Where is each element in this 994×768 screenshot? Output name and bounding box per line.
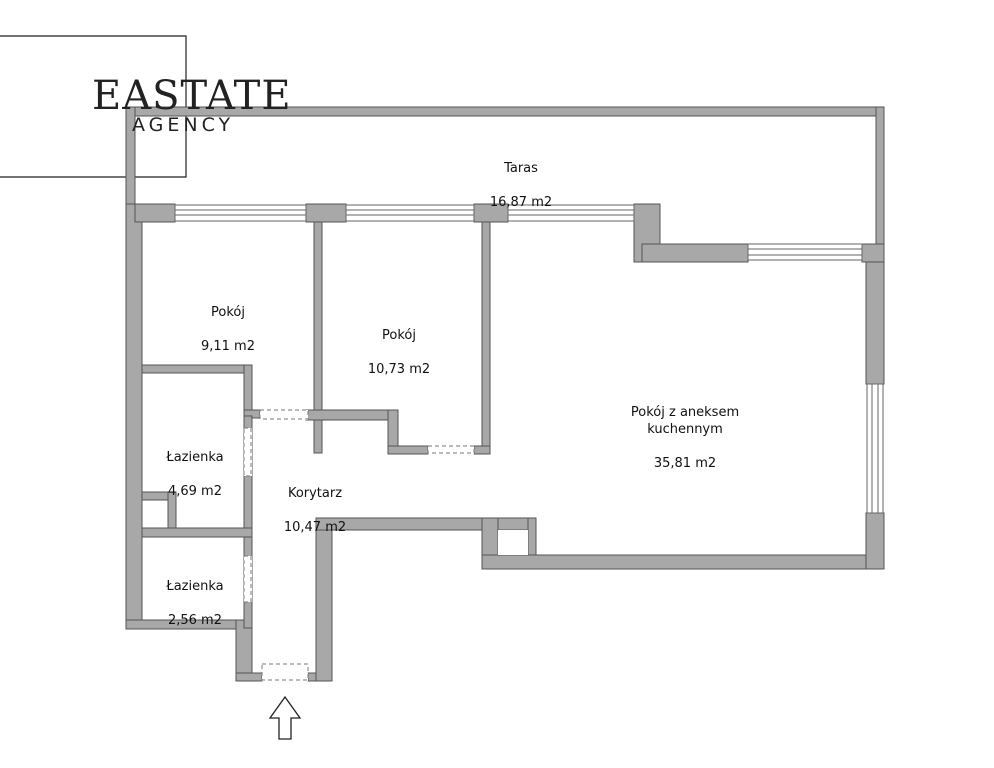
room-name: Pokój xyxy=(382,328,416,343)
room-area: 16,87 m2 xyxy=(489,195,553,210)
wall-terrace-left xyxy=(134,203,176,223)
room-label-lazienka1: Łazienka 4,69 m2 xyxy=(145,432,245,517)
room-label-taras: Taras 16,87 m2 xyxy=(466,143,576,228)
room-label-salon: Pokój z aneksem kuchennym 35,81 m2 xyxy=(610,387,760,489)
logo-main-text: EASTATE xyxy=(92,73,292,119)
up-arrow-icon xyxy=(268,695,302,740)
door-lines xyxy=(243,409,475,681)
room-label-korytarz: Korytarz 10,47 m2 xyxy=(260,468,370,553)
room-area: 35,81 m2 xyxy=(653,456,717,471)
windows xyxy=(174,204,884,514)
room-area: 9,11 m2 xyxy=(200,339,255,354)
window-4 xyxy=(747,243,863,261)
logo-sub-text: AGENCY xyxy=(132,114,235,136)
window-2 xyxy=(345,204,475,222)
wall-left-inner xyxy=(125,203,143,630)
room-name: Korytarz xyxy=(287,486,343,501)
room-name: Łazienka xyxy=(166,579,224,594)
wall-entrance-bottom-left xyxy=(235,672,263,682)
duct-square xyxy=(141,499,169,529)
wall-room2-left xyxy=(313,221,323,454)
room-label-pokoj2: Pokój 10,73 m2 xyxy=(344,310,454,395)
wall-bottom-right xyxy=(481,554,885,570)
room-area: 2,56 m2 xyxy=(167,613,222,628)
wall-room2-bottom-c xyxy=(387,445,429,455)
niche-square xyxy=(498,530,528,555)
wall-bath-separator xyxy=(141,527,253,538)
wall-step-right xyxy=(861,243,885,263)
room-label-lazienka2: Łazienka 2,56 m2 xyxy=(145,561,245,646)
wall-right-terrace xyxy=(875,106,885,245)
room-label-pokoj1: Pokój 9,11 m2 xyxy=(173,287,283,372)
wall-room1-right xyxy=(243,364,253,414)
room-name: Pokój z aneksem kuchennym xyxy=(630,405,740,437)
window-1 xyxy=(174,204,307,222)
window-5 xyxy=(866,383,884,514)
room-area: 10,47 m2 xyxy=(283,520,347,535)
wall-bath1-right xyxy=(243,415,253,629)
door-openings xyxy=(244,410,474,681)
walls xyxy=(125,106,885,682)
wall-room2-bottom-d xyxy=(473,445,491,455)
room-name: Łazienka xyxy=(166,450,224,465)
wall-pillar-1 xyxy=(305,203,347,223)
wall-right-lower xyxy=(865,512,885,570)
room-name: Taras xyxy=(504,161,538,176)
window-3 xyxy=(507,204,635,222)
wall-room2-bottom-a xyxy=(305,409,397,421)
room-area: 4,69 m2 xyxy=(167,484,222,499)
wall-niche xyxy=(527,517,537,556)
room-name: Pokój xyxy=(211,305,245,320)
room-area: 10,73 m2 xyxy=(367,362,431,377)
wall-right-upper xyxy=(865,243,885,385)
wall-step-top xyxy=(641,243,749,263)
wall-room2-right xyxy=(481,221,491,455)
